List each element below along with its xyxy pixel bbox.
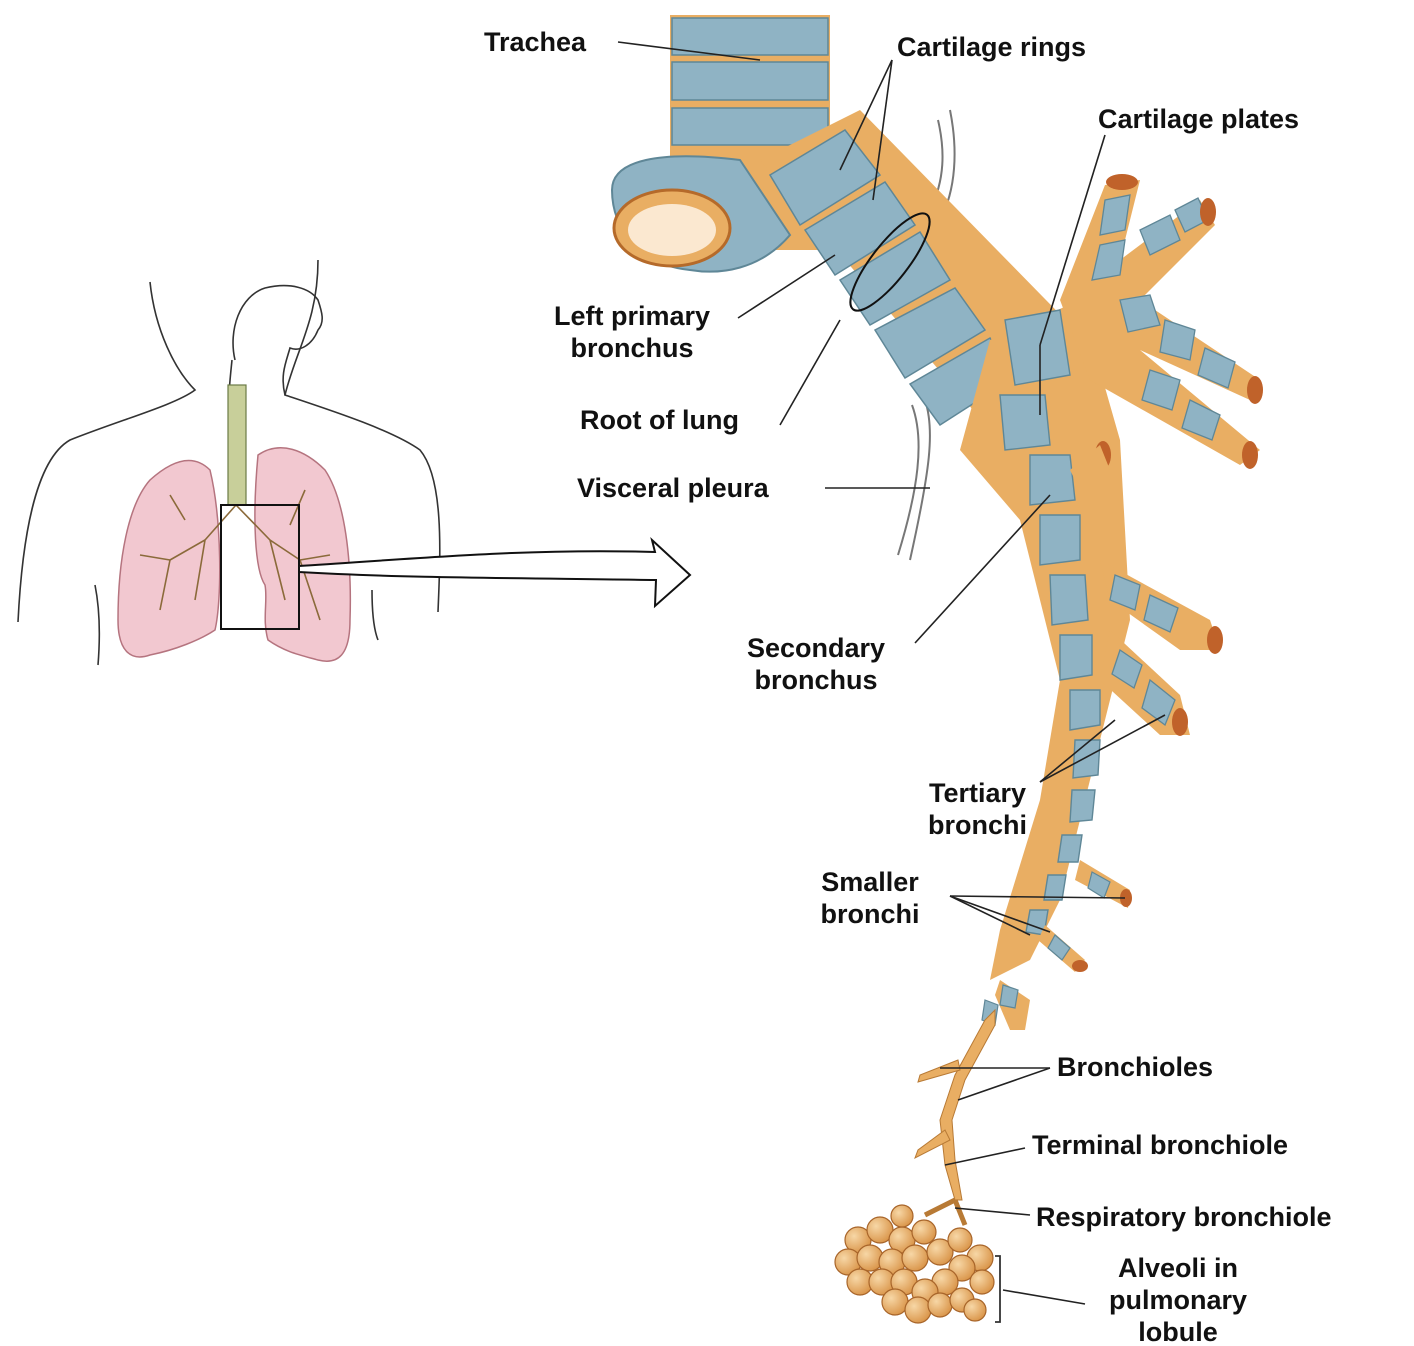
label-trachea: Trachea <box>484 26 586 58</box>
zoom-arrow <box>299 540 690 606</box>
label-visceral-pleura: Visceral pleura <box>577 472 769 504</box>
arm-line-right <box>372 590 378 640</box>
label-secondary-line1: Secondary <box>728 632 904 664</box>
label-left-primary-bronchus: Left primary bronchus <box>533 300 731 364</box>
label-bronchioles: Bronchioles <box>1057 1051 1213 1083</box>
label-left-primary-line1: Left primary <box>533 300 731 332</box>
inset-right-lung <box>118 461 220 657</box>
label-alveoli: Alveoli in pulmonary lobule <box>1083 1252 1273 1346</box>
label-alveoli-line3: lobule <box>1083 1316 1273 1346</box>
label-cartilage-rings: Cartilage rings <box>897 31 1086 63</box>
label-alveoli-line1: Alveoli in <box>1083 1252 1273 1284</box>
label-secondary-bronchus: Secondary bronchus <box>728 632 904 696</box>
head-outline <box>233 286 322 395</box>
label-terminal-bronchiole: Terminal bronchiole <box>1032 1129 1288 1161</box>
inset-trachea <box>228 385 246 505</box>
label-left-primary-line2: bronchus <box>533 332 731 364</box>
label-tertiary-bronchi: Tertiary bronchi <box>915 777 1040 841</box>
label-tertiary-line1: Tertiary <box>915 777 1040 809</box>
alveoli-cluster <box>835 1200 994 1323</box>
label-cartilage-plates: Cartilage plates <box>1098 103 1299 135</box>
label-root-of-lung: Root of lung <box>580 404 739 436</box>
bronchioles <box>915 1010 995 1200</box>
label-smaller-bronchi: Smaller bronchi <box>805 866 935 930</box>
label-smaller-line1: Smaller <box>805 866 935 898</box>
label-alveoli-line2: pulmonary <box>1083 1284 1273 1316</box>
alveoli-bracket <box>995 1256 1000 1322</box>
inset-lungs <box>118 385 350 661</box>
label-secondary-line2: bronchus <box>728 664 904 696</box>
label-respiratory-bronchiole: Respiratory bronchiole <box>1036 1201 1332 1233</box>
label-smaller-line2: bronchi <box>805 898 935 930</box>
label-tertiary-line2: bronchi <box>915 809 1040 841</box>
arm-line-left <box>95 585 99 665</box>
